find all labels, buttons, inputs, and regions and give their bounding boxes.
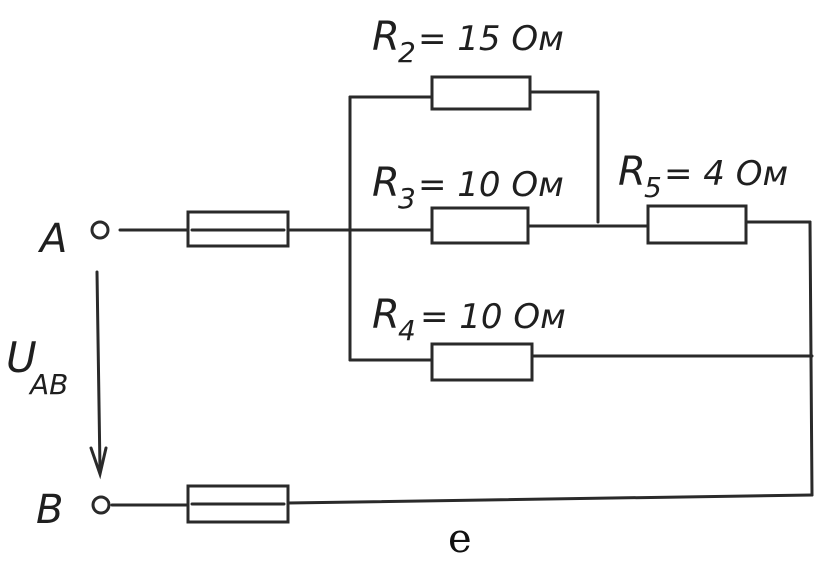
wire-r6-to-right	[286, 493, 814, 505]
label-r2-name: R	[372, 14, 400, 60]
resistor-r3	[430, 206, 530, 245]
resistor-r2	[430, 75, 532, 111]
label-r5-value: = 4 Ом	[664, 154, 788, 194]
voltage-arrow-head	[89, 446, 108, 480]
voltage-arrow-shaft	[95, 270, 102, 472]
label-r3-name: R	[372, 160, 400, 206]
node-label-b: B	[36, 487, 63, 533]
terminal-b	[91, 495, 111, 515]
resistor-r4	[430, 342, 534, 382]
voltage-subscript: AB	[28, 368, 68, 401]
voltage-label: U AB	[6, 333, 68, 401]
wires	[110, 90, 814, 507]
label-r3: R 3 = 10 Ом	[372, 160, 564, 215]
resistor-r1	[186, 210, 290, 248]
label-r2-index: 2	[398, 36, 416, 69]
node-label-a: A	[37, 216, 67, 262]
label-r5-index: 5	[644, 171, 662, 204]
label-r3-value: = 10 Ом	[418, 165, 564, 205]
resistor-r5	[646, 204, 748, 245]
voltage-arrow	[89, 270, 108, 480]
label-r3-index: 3	[398, 182, 416, 215]
label-r5-name: R	[618, 149, 646, 195]
figure-caption: e	[448, 516, 472, 562]
terminal-a	[90, 220, 110, 240]
label-r4: R 4 = 10 Ом	[372, 292, 566, 347]
label-r4-value: = 10 Ом	[420, 297, 566, 337]
voltage-symbol: U	[6, 333, 37, 382]
resistor-r6	[186, 484, 290, 524]
wire-right-bus	[808, 220, 814, 497]
label-r5: R 5 = 4 Ом	[618, 149, 788, 204]
label-r4-index: 4	[398, 314, 416, 347]
label-r2-value: = 15 Ом	[418, 19, 564, 59]
label-r2: R 2 = 15 Ом	[372, 14, 564, 69]
label-r4-name: R	[372, 292, 400, 338]
